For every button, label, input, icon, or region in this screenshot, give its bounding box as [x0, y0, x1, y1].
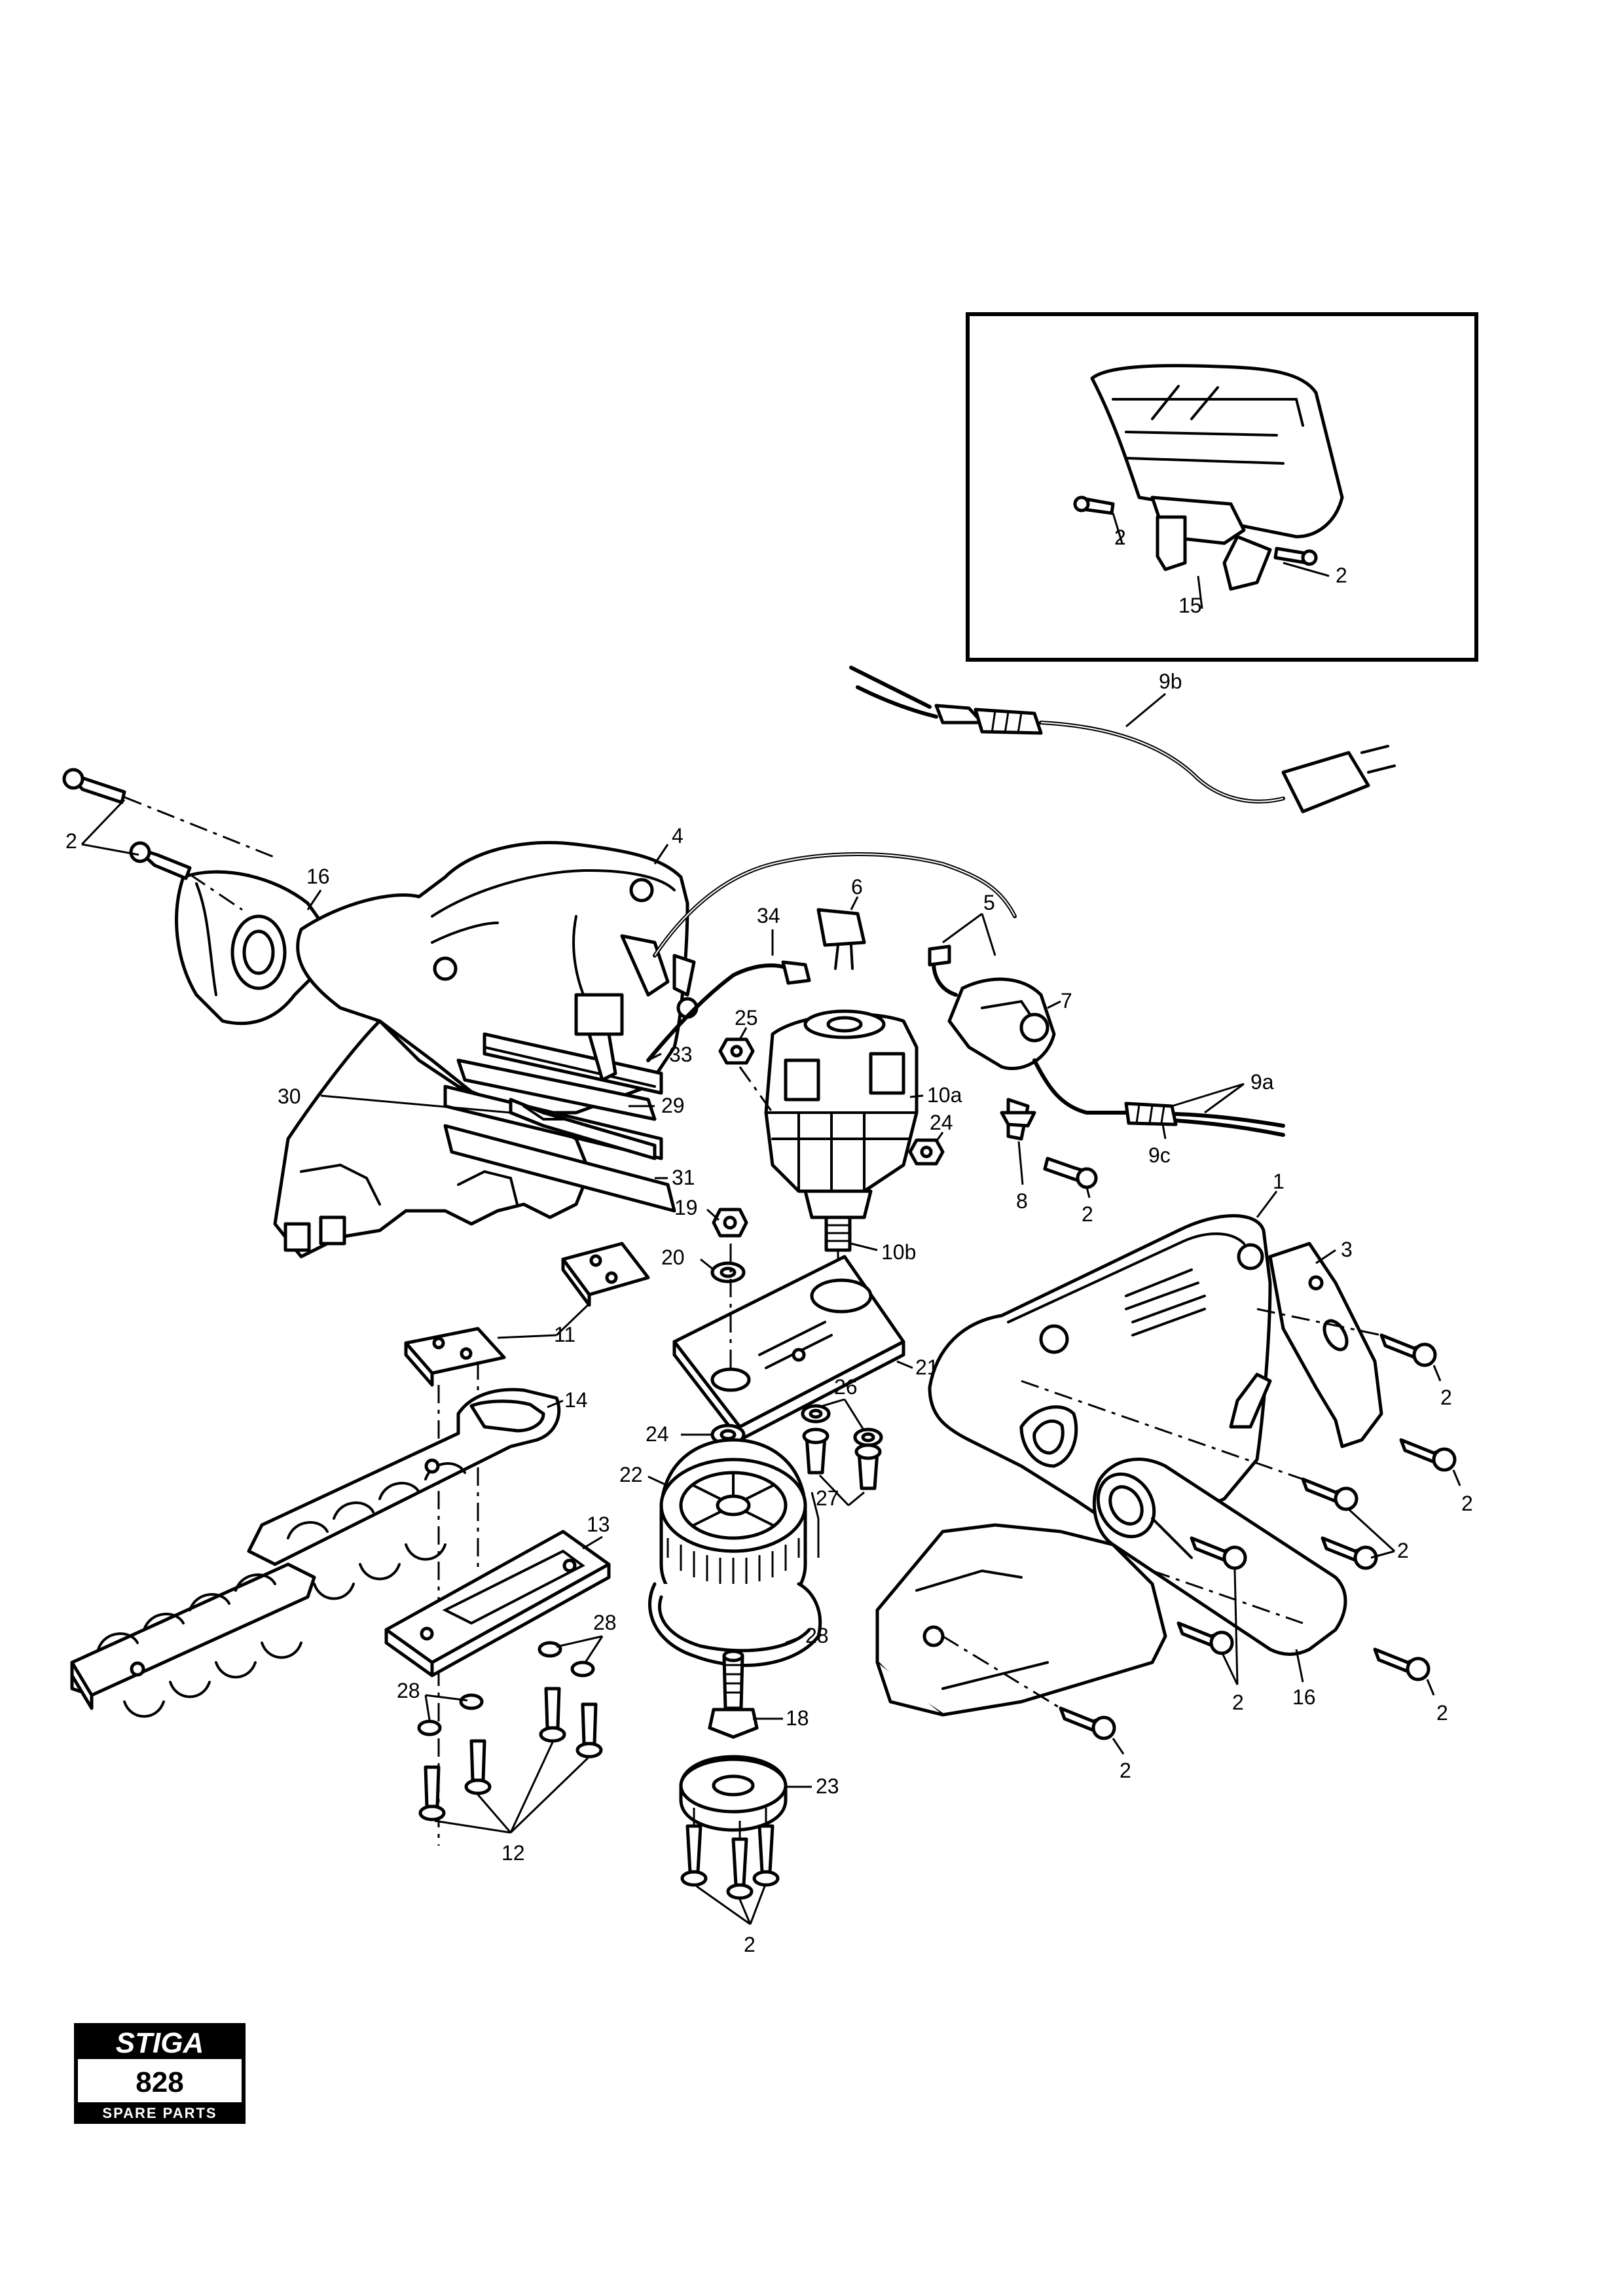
- callout-10b: 10b: [881, 1240, 916, 1264]
- callout-15: 15: [1178, 594, 1202, 617]
- callout-13: 13: [587, 1513, 610, 1536]
- internal-wiring: 34 6 5 7: [646, 852, 1072, 1071]
- callout-2: 2: [1461, 1492, 1473, 1515]
- stiga-logo-badge: STIGA 828 SPARE PARTS: [74, 2023, 246, 2124]
- callout-3: 3: [1341, 1238, 1353, 1261]
- callout-2: 2: [744, 1933, 756, 1956]
- callout-5: 5: [983, 891, 995, 914]
- lower-housing-left: [273, 1019, 591, 1259]
- callout-28: 28: [593, 1611, 617, 1634]
- drive-linkage: 33 29 30 31: [278, 993, 695, 1213]
- callout-23: 24: [646, 1422, 669, 1446]
- callout-1: 1: [1273, 1170, 1285, 1193]
- lower-housing-right: [875, 1523, 1167, 1717]
- bottom-plate-13: 13: [384, 1513, 611, 1677]
- callout-9b: 9b: [1159, 670, 1182, 693]
- callout-8: 8: [1016, 1189, 1028, 1213]
- callout-27: 28: [805, 1624, 829, 1647]
- callout-2: 2: [1436, 1701, 1448, 1725]
- callout-11: 11: [554, 1323, 575, 1346]
- callout-26: 27: [816, 1486, 839, 1510]
- callout-9c: 9c: [1148, 1143, 1171, 1167]
- callout-24: 24: [930, 1111, 953, 1134]
- bracket-3: 3 2 2: [1256, 1238, 1473, 1515]
- page-number: 828: [136, 2066, 183, 2098]
- callout-2: 2: [1082, 1202, 1093, 1226]
- callout-21: 22: [619, 1463, 643, 1486]
- gear-bolt-flange: 18 23 2: [679, 1649, 839, 1956]
- callout-33: 33: [669, 1043, 693, 1066]
- plate-fasteners: 26 27: [801, 1375, 883, 1510]
- callout-7: 7: [1061, 989, 1072, 1013]
- blade-fasteners: 28 28 12: [397, 1611, 617, 1865]
- callout-24: 25: [735, 1006, 758, 1030]
- callout-22: 23: [816, 1774, 839, 1798]
- gear-wheel-assembly: 24 22 28: [619, 1422, 829, 1667]
- rear-handle-16-left: 2 16: [62, 768, 342, 1026]
- motor-10a: 10a 10b 25 24: [718, 1006, 962, 1309]
- internal-cable-9a: 9a 9c: [1032, 1058, 1285, 1167]
- callout-9a: 9a: [1250, 1070, 1274, 1094]
- callout-16: 16: [306, 865, 330, 888]
- callout-28: 28: [397, 1679, 420, 1702]
- power-cord-9b: 9b: [849, 666, 1396, 814]
- callout-2: 2: [1232, 1691, 1244, 1714]
- callout-12: 12: [501, 1841, 525, 1865]
- callout-31: 31: [672, 1166, 695, 1189]
- cutting-blades-14: 14: [70, 1388, 588, 1718]
- callout-17: 18: [786, 1706, 809, 1730]
- callout-18: 19: [674, 1196, 698, 1219]
- callout-34: 34: [757, 904, 780, 927]
- callout-19: 20: [661, 1246, 685, 1269]
- housing-half-4: 4: [296, 824, 699, 1115]
- callout-2: 2: [1336, 564, 1347, 587]
- inset-hand-guard: 2 2 15: [966, 312, 1478, 662]
- slide-plates-11: 11: [404, 1242, 650, 1846]
- callout-4: 4: [672, 824, 684, 848]
- callout-2: 2: [1397, 1539, 1409, 1562]
- callout-6: 6: [851, 875, 863, 899]
- housing-screws: 2 2 2 2: [942, 1380, 1448, 1782]
- callout-14: 14: [564, 1388, 588, 1412]
- cable-clip-8: 8 2: [1000, 1098, 1098, 1226]
- callout-29: 29: [661, 1094, 685, 1117]
- callout-10a: 10a: [927, 1083, 962, 1107]
- callout-25: 26: [834, 1375, 858, 1399]
- callout-2: 2: [65, 829, 77, 853]
- callout-2: 2: [1440, 1386, 1452, 1409]
- callout-30: 30: [278, 1085, 301, 1108]
- logo-brand-text: STIGA: [116, 2027, 204, 2059]
- callout-2: 2: [1120, 1759, 1131, 1782]
- logo-caption: SPARE PARTS: [102, 2105, 217, 2121]
- callout-2: 2: [1114, 526, 1126, 549]
- gear-plate-assembly: 19 20 21: [661, 1196, 939, 1442]
- callout-16: 16: [1292, 1685, 1316, 1709]
- housing-half-1: 1: [928, 1170, 1285, 1527]
